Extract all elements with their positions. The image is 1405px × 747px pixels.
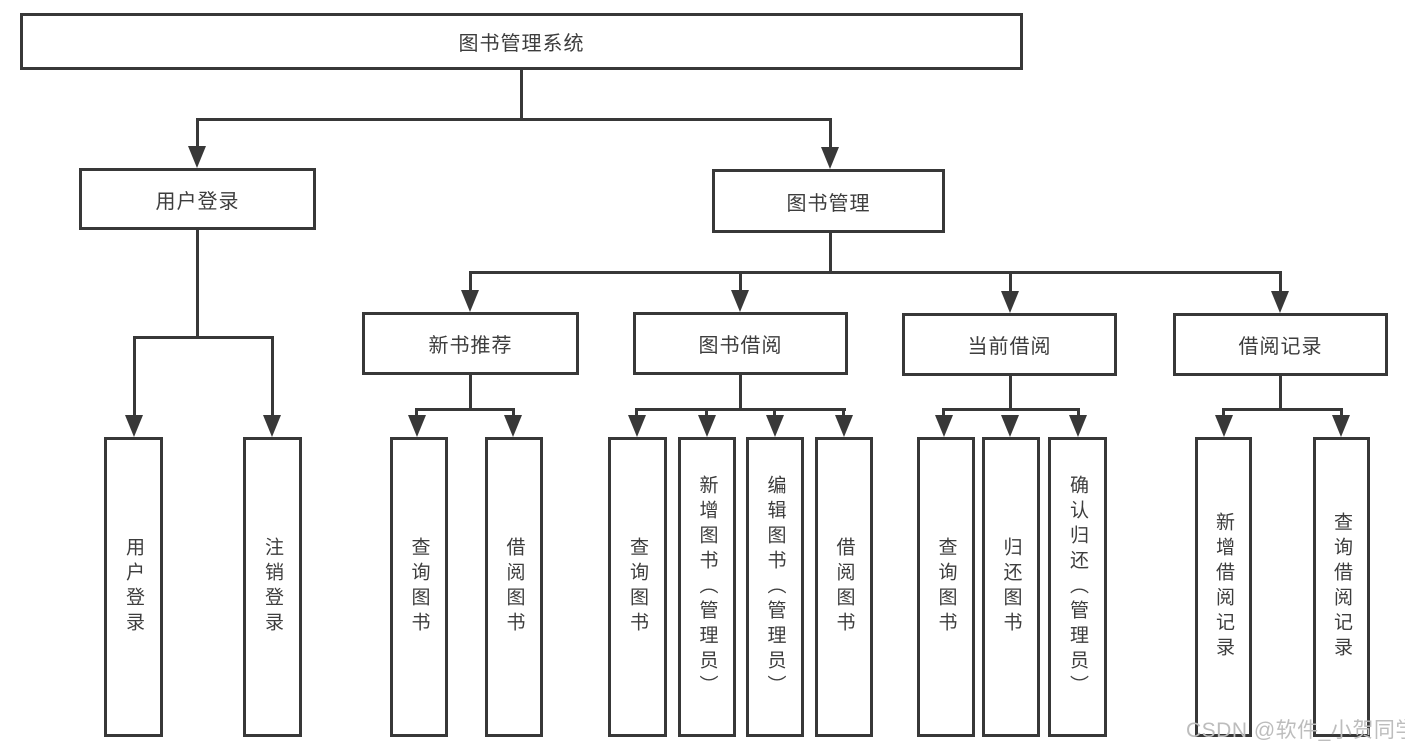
connector-line bbox=[469, 271, 1282, 274]
arrow-down-icon bbox=[835, 415, 853, 437]
node-book-management: 图书管理 bbox=[712, 169, 945, 233]
connector-line bbox=[520, 70, 523, 121]
connector-line bbox=[829, 118, 832, 150]
leaf-borrow-books-recommend: 借阅图书 bbox=[485, 437, 543, 737]
arrow-down-icon bbox=[504, 415, 522, 437]
arrow-down-icon bbox=[1215, 415, 1233, 437]
connector-line bbox=[773, 408, 776, 419]
node-root-library-system: 图书管理系统 bbox=[20, 13, 1023, 70]
leaf-query-books-recommend: 查询图书 bbox=[390, 437, 448, 737]
connector-line bbox=[739, 375, 742, 411]
arrow-down-icon bbox=[1001, 291, 1019, 313]
connector-line bbox=[942, 408, 945, 419]
node-book-borrow: 图书借阅 bbox=[633, 312, 848, 375]
node-current-borrow: 当前借阅 bbox=[902, 313, 1117, 376]
connector-line bbox=[739, 271, 742, 294]
connector-line bbox=[1222, 408, 1225, 419]
leaf-borrow-books: 借阅图书 bbox=[815, 437, 873, 737]
leaf-confirm-return-admin: 确认归还（管理员） bbox=[1048, 437, 1107, 737]
connector-line bbox=[1009, 271, 1012, 294]
node-borrow-records: 借阅记录 bbox=[1173, 313, 1388, 376]
leaf-query-borrow-record: 查询借阅记录 bbox=[1313, 437, 1370, 737]
connector-line bbox=[415, 408, 418, 419]
arrow-down-icon bbox=[935, 415, 953, 437]
csdn-watermark: CSDN @软件_小贺同学 bbox=[1186, 719, 1405, 742]
connector-line bbox=[512, 408, 515, 419]
leaf-add-borrow-record: 新增借阅记录 bbox=[1195, 437, 1252, 737]
leaf-add-books-admin: 新增图书（管理员） bbox=[678, 437, 736, 737]
arrow-down-icon bbox=[461, 290, 479, 312]
arrow-down-icon bbox=[698, 415, 716, 437]
arrow-down-icon bbox=[766, 415, 784, 437]
leaf-return-books: 归还图书 bbox=[982, 437, 1040, 737]
connector-line bbox=[1009, 376, 1012, 411]
connector-line bbox=[1077, 408, 1080, 419]
connector-line bbox=[469, 375, 472, 411]
arrow-down-icon bbox=[1069, 415, 1087, 437]
connector-line bbox=[705, 408, 708, 419]
connector-line bbox=[1279, 271, 1282, 294]
arrow-down-icon bbox=[821, 147, 839, 169]
leaf-query-books-current: 查询图书 bbox=[917, 437, 975, 737]
leaf-logout: 注销登录 bbox=[243, 437, 302, 737]
connector-line bbox=[829, 233, 832, 274]
connector-line bbox=[133, 336, 136, 419]
connector-line bbox=[842, 408, 845, 419]
leaf-query-books-borrow: 查询图书 bbox=[608, 437, 667, 737]
arrow-down-icon bbox=[263, 415, 281, 437]
arrow-down-icon bbox=[731, 290, 749, 312]
arrow-down-icon bbox=[1271, 291, 1289, 313]
connector-line bbox=[635, 408, 846, 411]
connector-line bbox=[196, 230, 199, 339]
leaf-edit-books-admin: 编辑图书（管理员） bbox=[746, 437, 804, 737]
connector-line bbox=[1340, 408, 1343, 419]
connector-line bbox=[942, 408, 1080, 411]
connector-line bbox=[133, 336, 274, 339]
arrow-down-icon bbox=[628, 415, 646, 437]
connector-line bbox=[196, 118, 832, 121]
arrow-down-icon bbox=[408, 415, 426, 437]
connector-line bbox=[1222, 408, 1343, 411]
arrow-down-icon bbox=[125, 415, 143, 437]
arrow-down-icon bbox=[1001, 415, 1019, 437]
connector-line bbox=[196, 118, 199, 150]
arrow-down-icon bbox=[188, 146, 206, 168]
connector-line bbox=[469, 271, 472, 294]
arrow-down-icon bbox=[1332, 415, 1350, 437]
node-user-login: 用户登录 bbox=[79, 168, 316, 230]
connector-line bbox=[415, 408, 515, 411]
leaf-user-login: 用户登录 bbox=[104, 437, 163, 737]
connector-line bbox=[635, 408, 638, 419]
node-new-book-recommend: 新书推荐 bbox=[362, 312, 579, 375]
connector-line bbox=[1279, 376, 1282, 411]
connector-line bbox=[271, 336, 274, 419]
